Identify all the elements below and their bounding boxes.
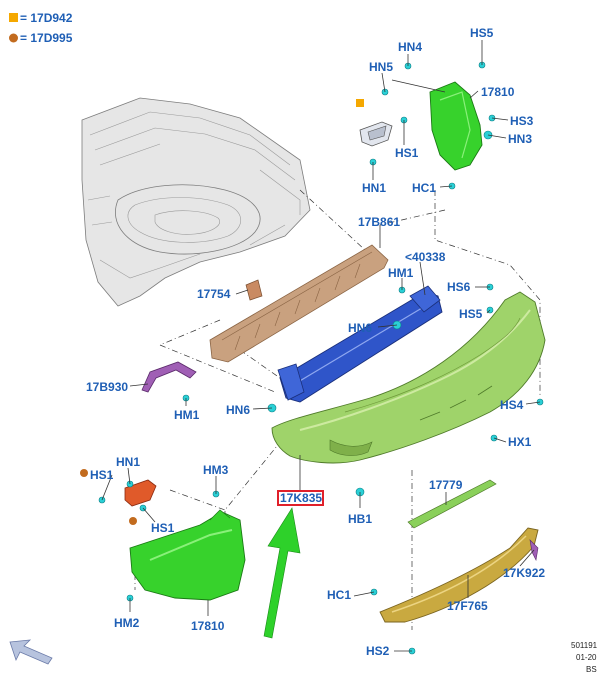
label-hn6-left: HN6	[226, 403, 250, 417]
trim-strip-17779	[407, 479, 497, 529]
label-17b930: 17B930	[86, 380, 128, 394]
reference-line-2: 01-20	[576, 653, 597, 662]
bumper-beam-40338	[277, 285, 443, 403]
bumper-cover-17k835	[271, 291, 546, 464]
label-hn5: HN5	[369, 60, 393, 74]
bracket-17754	[245, 279, 263, 301]
label-hc1-top: HC1	[412, 181, 436, 195]
legend: = 17D942 = 17D995	[9, 11, 73, 45]
label-hs3: HS3	[510, 114, 534, 128]
retainer-bracket-lower	[124, 479, 157, 507]
label-hs5-right: HS5	[459, 307, 483, 321]
label-17779: 17779	[429, 478, 463, 492]
label-17f765: 17F765	[447, 599, 488, 613]
back-arrow-icon[interactable]	[9, 639, 53, 665]
floor-pan-illustration	[81, 97, 311, 307]
legend-item-17d942: = 17D942	[20, 11, 73, 25]
bracket-17810-lower	[129, 509, 246, 601]
retainer-bracket-upper	[359, 121, 393, 147]
label-hm3: HM3	[203, 463, 229, 477]
label-hs1-low: HS1	[151, 521, 175, 535]
label-hs6-right: HS6	[447, 280, 471, 294]
bracket-17810-upper	[429, 81, 483, 171]
label-17b861: 17B861	[358, 215, 400, 229]
label-17810-top: 17810	[481, 85, 515, 99]
label-hn1-top: HN1	[362, 181, 386, 195]
label-hs4: HS4	[500, 398, 524, 412]
part-labels: HN4 HS5 HN5 17810 HS3 HN3 HS1 HN1 HC1 17…	[86, 26, 545, 658]
label-17810-low: 17810	[191, 619, 225, 633]
label-hb1: HB1	[348, 512, 372, 526]
energy-absorber-17b861	[209, 244, 389, 363]
legend-circle-icon	[9, 33, 18, 43]
reference-line-3: BS	[586, 665, 597, 674]
highlight-box-17k835	[277, 490, 324, 506]
lower-trim-17f765	[379, 527, 539, 623]
label-hn1-left: HN1	[116, 455, 140, 469]
label-hs5-top: HS5	[470, 26, 494, 40]
label-hc1-low: HC1	[327, 588, 351, 602]
label-17754: 17754	[197, 287, 231, 301]
label-17k835: 17K835	[280, 491, 322, 505]
label-hs2: HS2	[366, 644, 390, 658]
bracket-17b930	[141, 361, 197, 393]
legend-square-marker-icon	[356, 99, 364, 107]
legend-circle-marker-icon	[80, 469, 88, 477]
label-hx1: HX1	[508, 435, 532, 449]
label-hm1-mid: HM1	[388, 266, 414, 280]
legend-square-icon	[9, 13, 18, 22]
reference-code: 501191 01-20 BS	[571, 641, 598, 674]
label-hn3: HN3	[508, 132, 532, 146]
green-pointer-arrow-icon	[263, 507, 301, 639]
label-hm2: HM2	[114, 616, 140, 630]
label-hs1-top: HS1	[395, 146, 419, 160]
label-17k922: 17K922	[503, 566, 545, 580]
label-hm1-left: HM1	[174, 408, 200, 422]
label-40338: <40338	[405, 250, 446, 264]
label-hn4: HN4	[398, 40, 422, 54]
legend-circle-marker-2-icon	[129, 517, 137, 525]
reference-line-1: 501191	[571, 641, 598, 650]
label-hs1-left: HS1	[90, 468, 114, 482]
label-hn6-mid: HN6	[348, 321, 372, 335]
leader-lines	[101, 40, 541, 652]
legend-item-17d995: = 17D995	[20, 31, 73, 45]
